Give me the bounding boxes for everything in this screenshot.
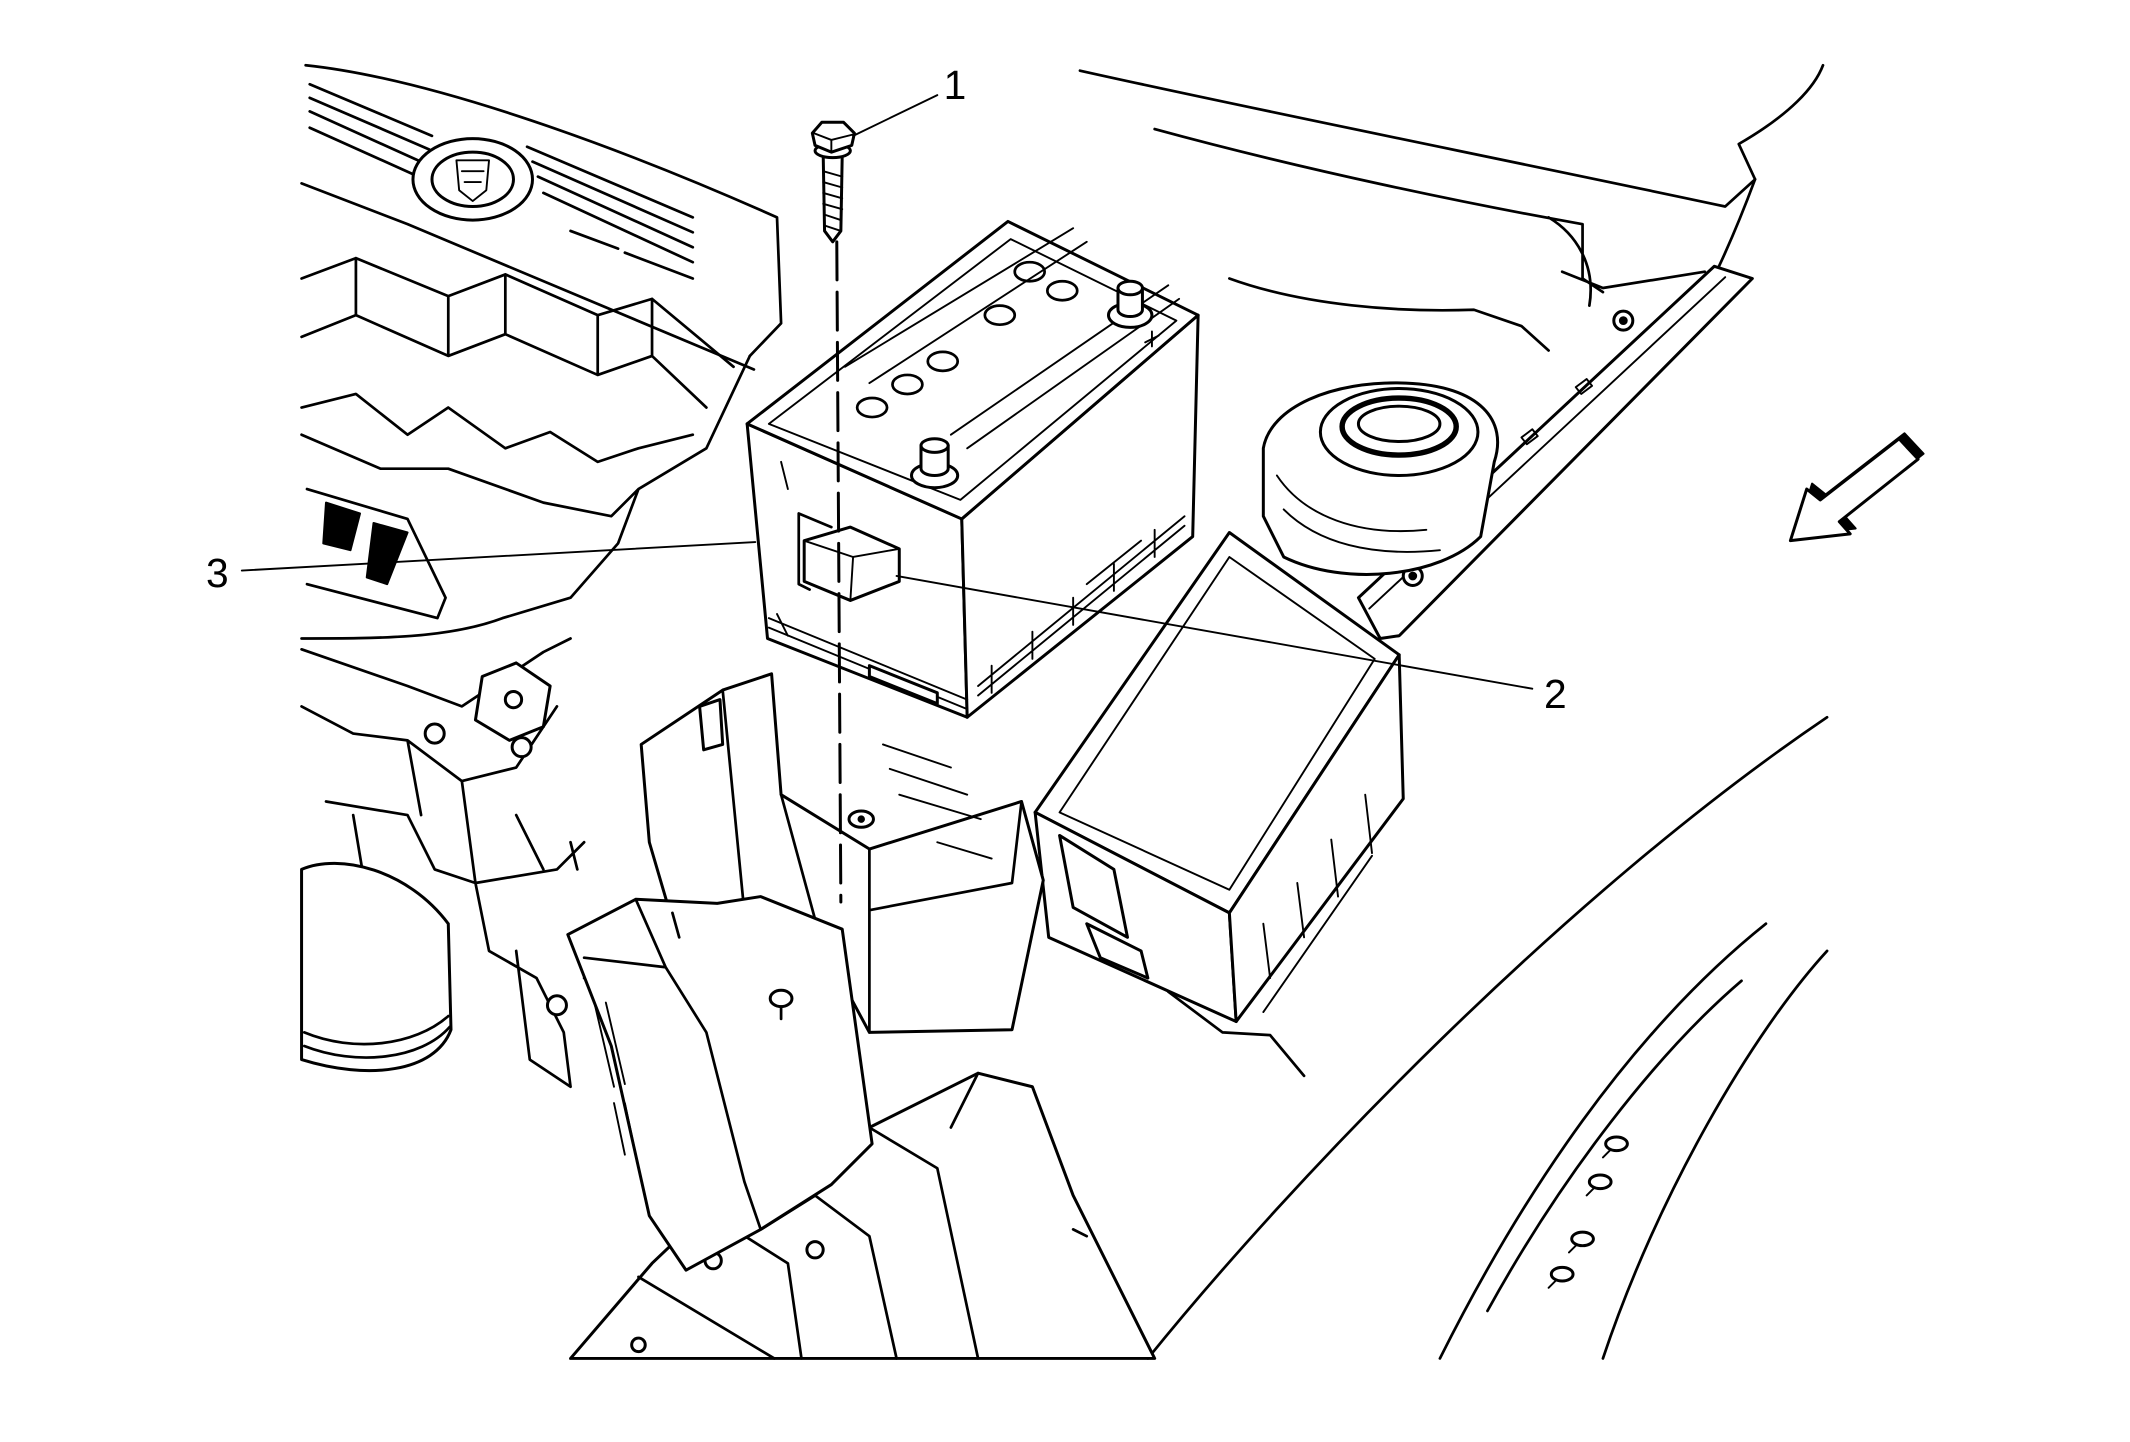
- plus-mark-icon: [1144, 330, 1160, 348]
- front-bracket-stamping: [594, 1001, 637, 1156]
- engine-cover: [300, 63, 783, 640]
- engine-cover-lower-edge: [300, 182, 756, 371]
- fender-lines: [1146, 715, 1829, 1360]
- bolt: [810, 120, 856, 244]
- fuse-box: [1033, 531, 1405, 1024]
- callout-label-3: 3: [206, 550, 229, 596]
- front-bracket-plate: [582, 897, 763, 1231]
- engine-bolt: [510, 736, 533, 759]
- battery-retainer: [802, 525, 901, 602]
- battery-front-vent: [867, 664, 939, 706]
- battery-top-rim: [767, 238, 1178, 501]
- callouts: 1 2 3: [206, 62, 1567, 717]
- frame-hole: [630, 1336, 647, 1354]
- battery-retainer-edges: [803, 539, 901, 602]
- oil-filter: [300, 861, 453, 1073]
- fuse-box-side-face: [1227, 653, 1405, 1024]
- battery: [745, 219, 1200, 719]
- battery-hold-down-slot: [797, 512, 833, 591]
- engine-cover-ribs: [308, 82, 695, 280]
- engine-cover-badge-mark: [322, 501, 409, 586]
- battery-cell-cap: [983, 304, 1017, 327]
- fastener-cluster: [1547, 1135, 1629, 1289]
- battery-top-grooves: [843, 227, 1181, 450]
- fender: [1146, 715, 1829, 1360]
- engine-bolt: [545, 994, 568, 1017]
- terminal-top: [919, 437, 950, 454]
- battery-top-face: [745, 219, 1200, 521]
- direction-arrow-icon: [1788, 432, 1925, 543]
- fuse-box-connector: [1058, 833, 1150, 980]
- battery-cell-cap: [855, 396, 889, 419]
- bolt-head-edges: [812, 132, 855, 154]
- frame-rail-lines: [637, 1071, 1089, 1360]
- fastener-shanks: [1547, 1142, 1618, 1289]
- engine-cover-badge-plate: [305, 487, 447, 620]
- oil-filter-rings: [302, 1014, 451, 1059]
- battery-negative-terminal: [910, 437, 960, 490]
- battery-cell-cap: [891, 373, 924, 396]
- battery-cell-cap: [1013, 260, 1046, 283]
- engine-cover-rim: [304, 63, 783, 358]
- callout-leader-3: [240, 541, 757, 572]
- rail-bolt-center: [1408, 571, 1418, 581]
- front-bracket: [566, 895, 874, 1272]
- bolt-head: [810, 120, 856, 154]
- strut-mount-ring-inner: [1356, 404, 1442, 443]
- callout-label-2: 2: [1544, 671, 1567, 717]
- battery-tray-tab: [698, 698, 725, 752]
- emblem-crest: [455, 159, 490, 203]
- front-bracket-bolt: [768, 988, 794, 1009]
- direction-arrow-face: [1788, 437, 1920, 543]
- strut-tower-ridges: [1275, 474, 1441, 553]
- battery-positive-terminal: [1106, 279, 1160, 348]
- sensor-port: [503, 689, 524, 710]
- fastener-head: [1604, 1135, 1629, 1153]
- engine-cover-lower-surfaces: [300, 354, 752, 640]
- fuse-box-lid-rim: [1058, 556, 1376, 891]
- engine-bolt: [423, 722, 446, 745]
- fastener-head: [1549, 1265, 1575, 1283]
- engine-block-lines: [300, 637, 627, 1089]
- strut-tower: [1261, 381, 1500, 576]
- hood-edge: [1078, 63, 1825, 208]
- bolt-threads: [822, 170, 844, 232]
- fastener-head: [1587, 1173, 1613, 1191]
- hood: [1078, 63, 1825, 352]
- intake-manifold-ridges: [300, 256, 735, 409]
- rail-bolt-center: [1618, 316, 1628, 326]
- hood-inner-lines: [1153, 127, 1757, 352]
- frame-hole: [805, 1240, 825, 1260]
- installation-path-line: [835, 240, 843, 904]
- battery-cell-cap: [926, 350, 960, 373]
- callout-leader-1: [852, 94, 939, 137]
- battery-cell-cap: [1045, 279, 1079, 302]
- terminal-top: [1116, 279, 1144, 297]
- callout-leader-2: [895, 575, 1534, 690]
- battery-side-details: [977, 515, 1186, 697]
- fuse-box-ribs: [1262, 793, 1373, 1013]
- emblem-inner: [430, 150, 515, 208]
- battery-tray-slots: [882, 743, 993, 860]
- tray-mount-bolt-center: [857, 815, 865, 823]
- engine-components: [300, 637, 630, 1089]
- terminal-post: [919, 444, 950, 477]
- callout-label-1: 1: [944, 62, 967, 108]
- fastener-head: [1570, 1230, 1595, 1248]
